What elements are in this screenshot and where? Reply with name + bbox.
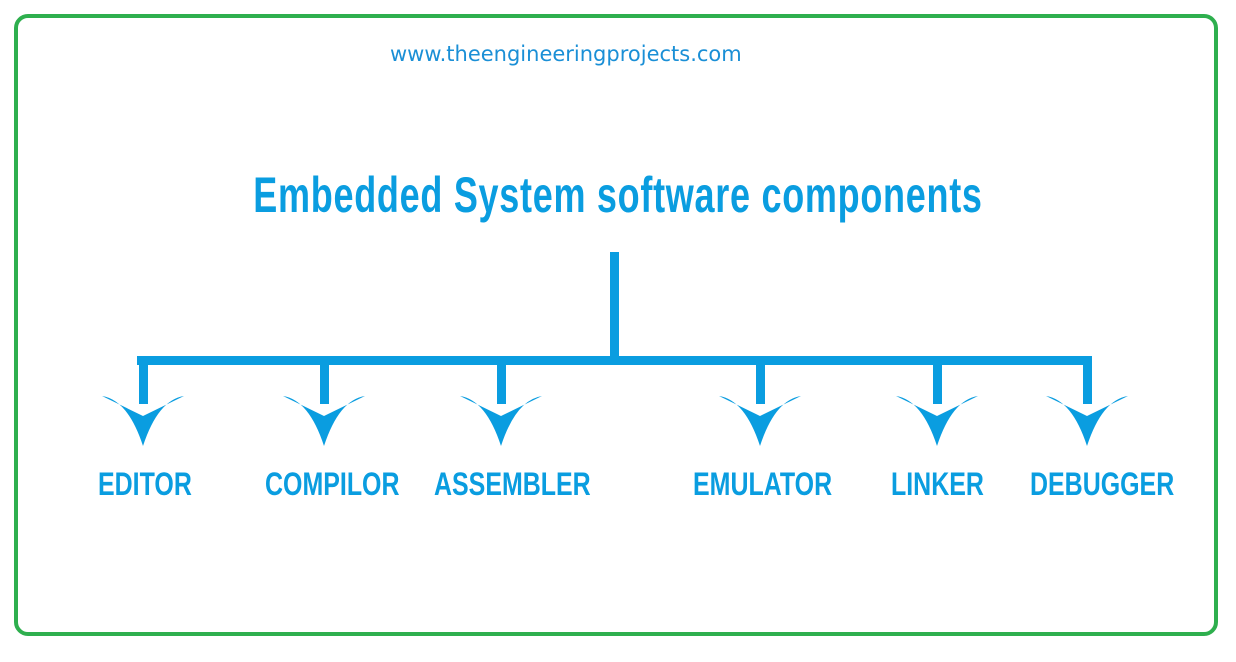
branch-arrow-emulator bbox=[719, 356, 801, 446]
branch-arrow-debugger bbox=[1046, 356, 1128, 446]
diagram-frame bbox=[14, 14, 1218, 636]
component-assembler: ASSEMBLER bbox=[434, 466, 591, 502]
component-editor: EDITOR bbox=[98, 466, 192, 502]
component-debugger: DEBUGGER bbox=[1030, 466, 1175, 502]
component-emulator: EMULATOR bbox=[693, 466, 833, 502]
branch-arrow-assembler bbox=[460, 356, 542, 446]
component-compilor: COMPILOR bbox=[265, 466, 400, 502]
website-url: www.theengineeringprojects.com bbox=[390, 42, 742, 66]
diagram-title: Embedded System software components bbox=[253, 167, 983, 223]
branch-bar bbox=[137, 356, 1092, 365]
trunk-line bbox=[610, 252, 619, 362]
branch-arrow-compilor bbox=[283, 356, 365, 446]
component-linker: LINKER bbox=[891, 466, 984, 502]
branch-arrow-editor bbox=[102, 356, 184, 446]
branch-arrow-linker bbox=[896, 356, 978, 446]
